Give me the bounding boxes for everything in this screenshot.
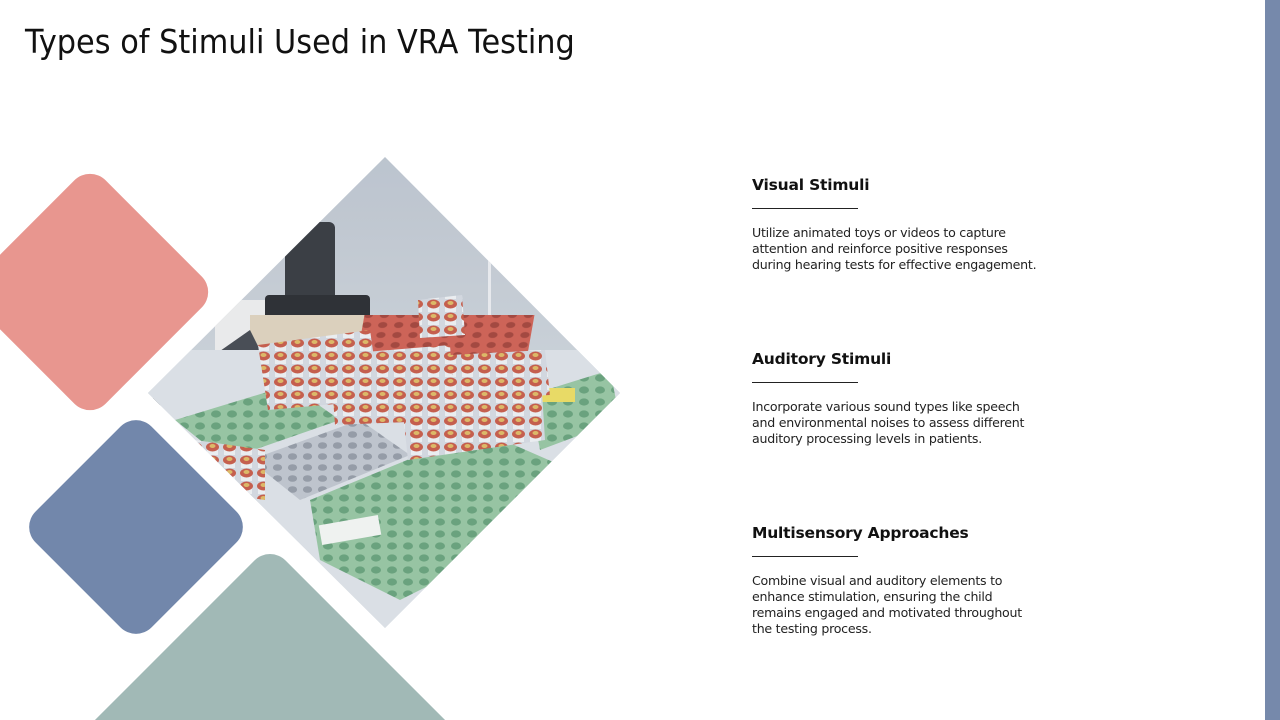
section-auditory-stimuli: Auditory Stimuli Incorporate various sou… <box>752 350 1042 447</box>
section-heading: Multisensory Approaches <box>752 524 969 542</box>
blue-diamond <box>29 420 243 634</box>
pink-diamond <box>0 173 209 411</box>
sage-diamond <box>74 554 466 720</box>
heading-underline <box>752 556 858 557</box>
section-heading: Auditory Stimuli <box>752 350 892 368</box>
section-multisensory-approaches: Multisensory Approaches Combine visual a… <box>752 524 1042 637</box>
section-heading: Visual Stimuli <box>752 176 870 194</box>
section-body: Combine visual and auditory elements to … <box>752 573 1022 636</box>
section-visual-stimuli: Visual Stimuli Utilize animated toys or … <box>752 176 1042 273</box>
heading-underline <box>752 382 858 383</box>
slide-title: Types of Stimuli Used in VRA Testing <box>25 22 575 61</box>
right-accent-bar <box>1265 0 1280 720</box>
decorative-shapes <box>0 157 620 720</box>
section-body: Incorporate various sound types like spe… <box>752 399 1025 446</box>
lab-photo <box>148 157 620 628</box>
heading-underline <box>752 208 858 209</box>
section-body: Utilize animated toys or videos to captu… <box>752 225 1037 272</box>
